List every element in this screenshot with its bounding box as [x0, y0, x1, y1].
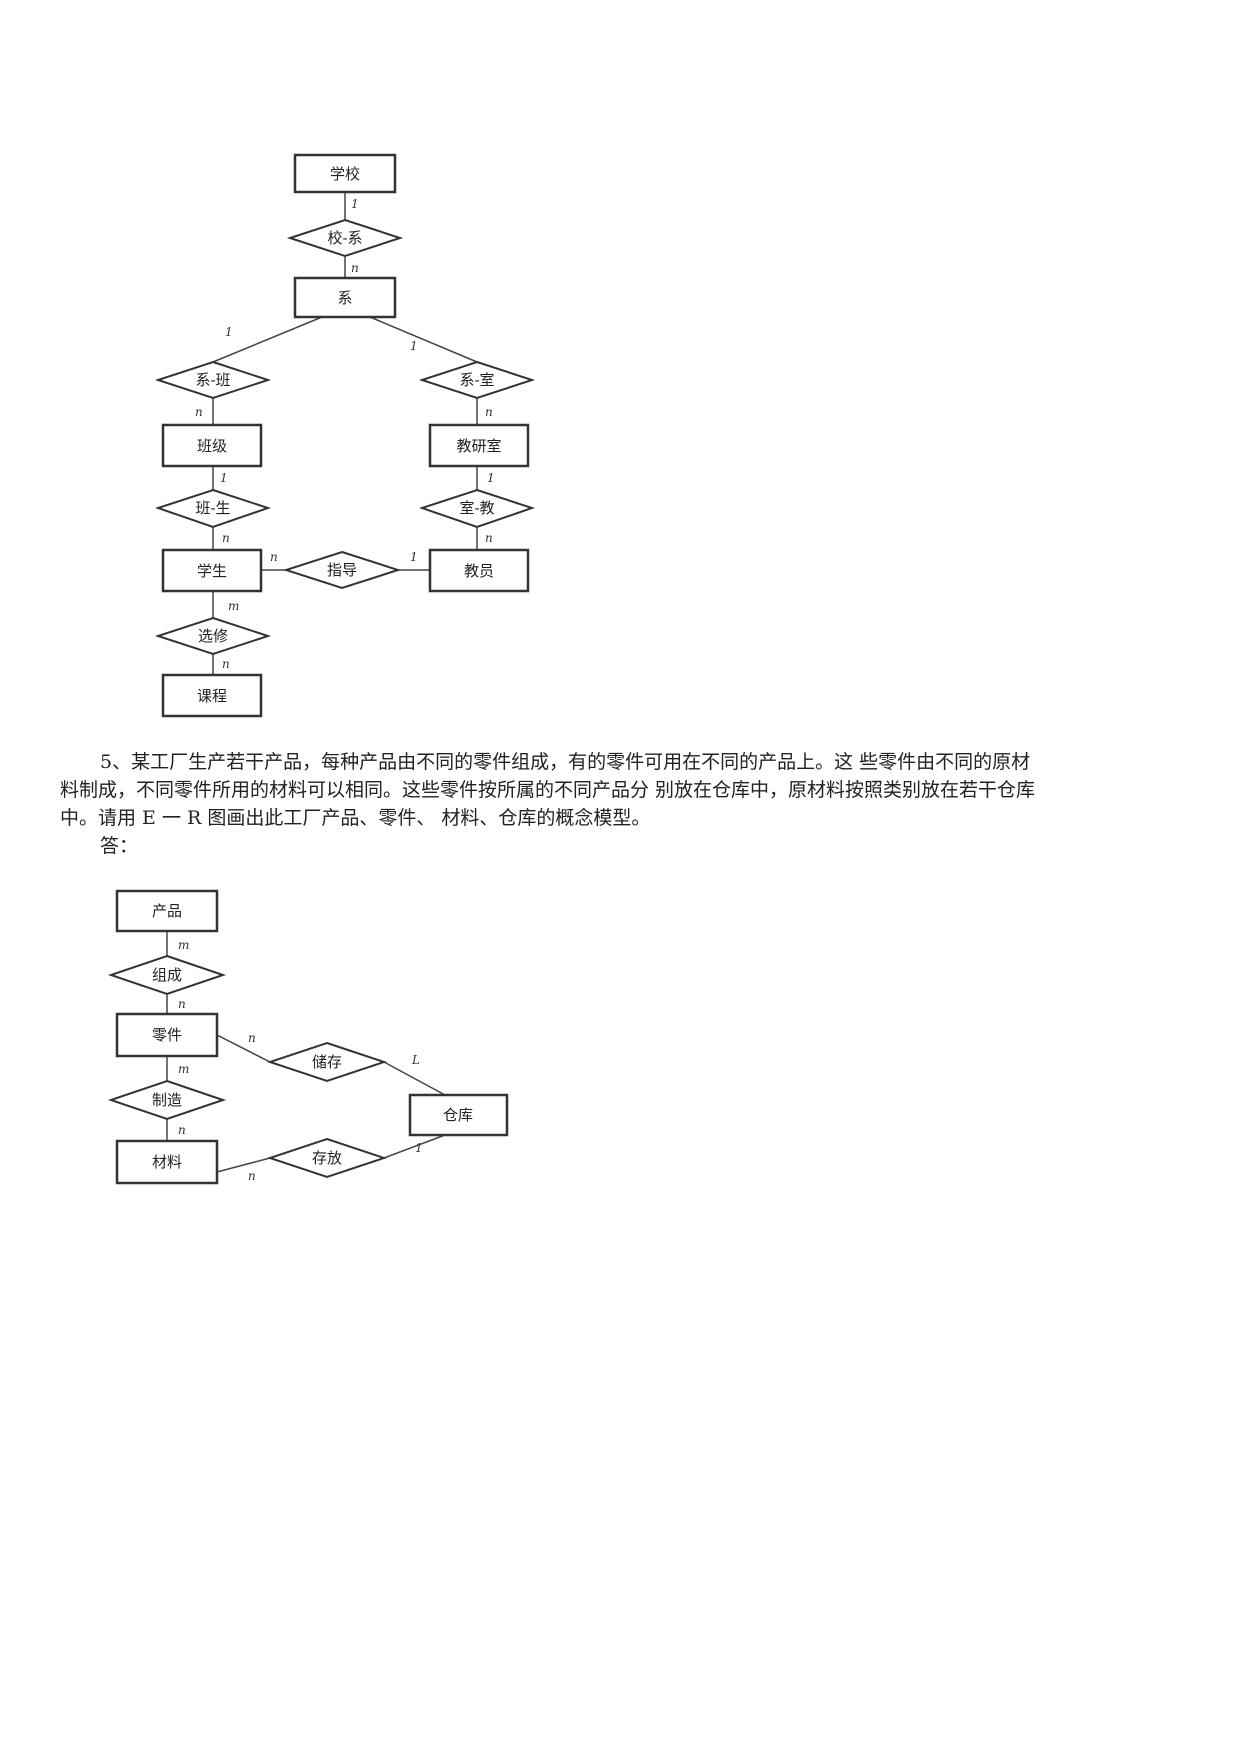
- rel-compose-label: 组成: [152, 966, 182, 984]
- rel-store-part: 储存: [266, 1041, 388, 1083]
- entity-warehouse: 仓库: [408, 1093, 509, 1137]
- entity-office: 教研室: [428, 423, 530, 468]
- entity-department: 系: [293, 276, 397, 319]
- entity-class-label: 班级: [197, 437, 227, 455]
- card-compose-part: n: [178, 997, 186, 1011]
- rel-elective-label: 选修: [198, 627, 228, 645]
- entity-material-label: 材料: [152, 1153, 182, 1171]
- rel-school-dept: 校-系: [286, 218, 404, 258]
- card-store-material-warehouse: 1: [415, 1141, 423, 1155]
- er-lines-2: [166, 931, 446, 1173]
- card-dept-office-top: 1: [410, 339, 418, 353]
- question-text: 5、某工厂生产若干产品，每种产品由不同的零件组成，有的零件可用在不同的产品上。这…: [60, 748, 1180, 860]
- cardinality-labels: 1 n 1 1 n n 1 1 n n n 1 m n: [195, 197, 495, 671]
- card-class-student-bottom: n: [222, 531, 230, 545]
- card-school-dept-top: 1: [351, 197, 359, 211]
- entity-material: 材料: [115, 1139, 219, 1185]
- card-store-part-part: n: [248, 1031, 256, 1045]
- rel-elective: 选修: [154, 616, 272, 656]
- entity-department-label: 系: [337, 289, 352, 307]
- school-er-diagram: 学校 系 班级 教研室 学生 教员 课程 校-系 系-班 系-室 班-生: [154, 153, 536, 718]
- entity-school: 学校: [293, 153, 397, 194]
- entity-course-label: 课程: [197, 687, 227, 705]
- er-lines: [212, 192, 478, 675]
- rel-compose: 组成: [107, 954, 227, 996]
- entity-part: 零件: [115, 1012, 219, 1058]
- card-dept-class-top: 1: [225, 325, 233, 339]
- rel-dept-class-label: 系-班: [195, 371, 230, 389]
- card-elective-student: m: [228, 599, 239, 613]
- rel-class-student-label: 班-生: [195, 499, 230, 517]
- card-school-dept-bottom: n: [351, 261, 359, 275]
- rel-manufacture-label: 制造: [152, 1091, 182, 1109]
- entity-office-label: 教研室: [456, 437, 501, 455]
- rel-dept-office: 系-室: [418, 360, 536, 400]
- entity-part-label: 零件: [152, 1026, 182, 1044]
- question-line-1: 5、某工厂生产若干产品，每种产品由不同的零件组成，有的零件可用在不同的产品上。这…: [100, 751, 1031, 773]
- rel-store-material-label: 存放: [312, 1149, 342, 1167]
- factory-er-diagram: 产品 零件 材料 仓库 组成 制造 储存 存放 m n m n n L n 1: [107, 889, 509, 1185]
- card-store-material-material: n: [248, 1169, 256, 1183]
- answer-label: 答：: [100, 835, 139, 857]
- card-office-teacher-bottom: n: [485, 531, 493, 545]
- rel-school-dept-label: 校-系: [327, 229, 362, 247]
- card-dept-class-bottom: n: [195, 405, 203, 419]
- entity-teacher-label: 教员: [464, 562, 494, 580]
- card-elective-course: n: [222, 657, 230, 671]
- rel-guide: 指导: [282, 550, 402, 590]
- card-office-teacher-top: 1: [487, 471, 495, 485]
- rel-store-part-label: 储存: [312, 1053, 342, 1071]
- rel-store-material: 存放: [266, 1137, 388, 1179]
- card-class-student-top: 1: [220, 471, 228, 485]
- rel-dept-office-label: 系-室: [459, 371, 494, 389]
- entity-student-label: 学生: [197, 562, 227, 580]
- rel-manufacture: 制造: [107, 1079, 227, 1121]
- entity-warehouse-label: 仓库: [443, 1106, 473, 1124]
- rel-office-teacher-label: 室-教: [459, 499, 494, 517]
- rel-guide-label: 指导: [327, 561, 357, 579]
- entity-product: 产品: [115, 889, 219, 933]
- entity-product-label: 产品: [152, 902, 182, 920]
- question-line-2: 料制成，不同零件所用的材料可以相同。这些零件按所属的不同产品分 别放在仓库中，原…: [60, 779, 1036, 801]
- entity-student: 学生: [161, 548, 263, 593]
- card-compose-product: m: [178, 938, 189, 952]
- cardinality-labels-2: m n m n n L n 1: [178, 938, 423, 1183]
- card-guide-student: n: [270, 550, 278, 564]
- card-manufacture-material: n: [178, 1123, 186, 1137]
- card-guide-teacher: 1: [410, 550, 418, 564]
- rel-office-teacher: 室-教: [418, 488, 536, 529]
- entity-teacher: 教员: [428, 548, 530, 593]
- card-dept-office-bottom: n: [485, 405, 493, 419]
- entity-course: 课程: [161, 673, 263, 718]
- card-manufacture-part: m: [178, 1062, 189, 1076]
- entity-class: 班级: [161, 423, 263, 468]
- question-line-3: 中。请用 E 一 R 图画出此工厂产品、零件、 材料、仓库的概念模型。: [60, 807, 651, 829]
- rel-class-student: 班-生: [154, 488, 272, 529]
- card-store-part-warehouse: L: [411, 1053, 420, 1067]
- rel-dept-class: 系-班: [154, 360, 272, 400]
- entity-school-label: 学校: [330, 165, 360, 183]
